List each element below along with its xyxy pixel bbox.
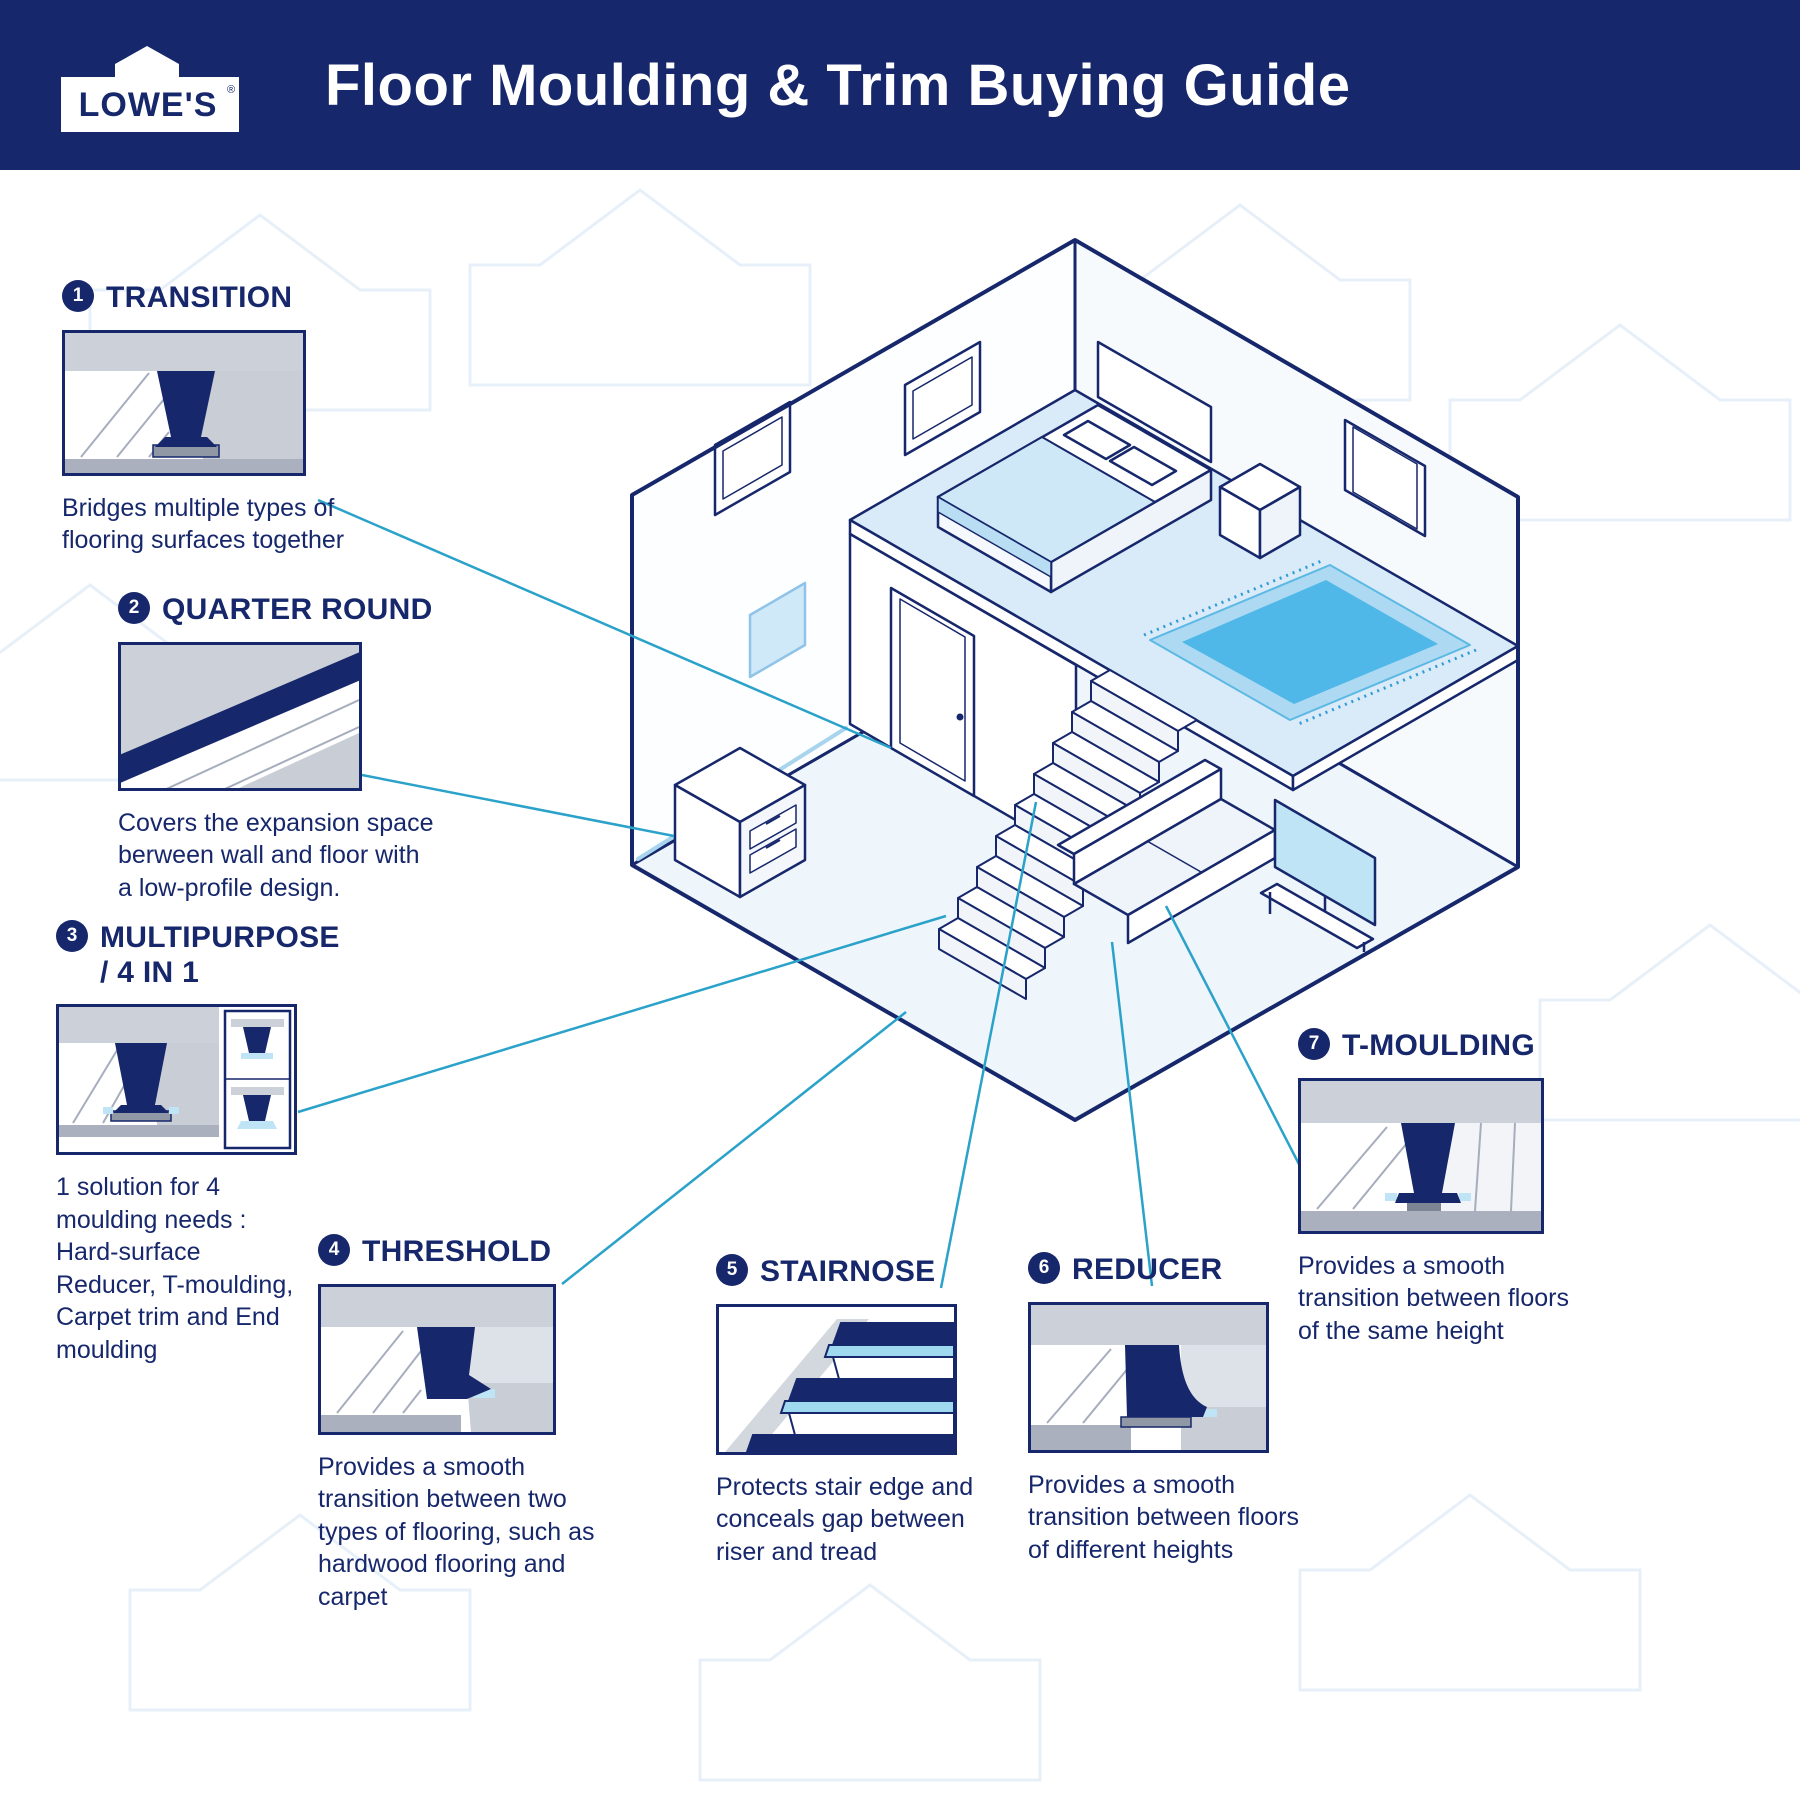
- callout-transition: 1 TRANSITION Bridges multiple types of f…: [62, 278, 347, 557]
- reducer-diagram: [1028, 1301, 1269, 1453]
- callout-caption: Provides a smooth transition between flo…: [1298, 1251, 1569, 1345]
- rug: [1143, 558, 1477, 727]
- callout-title: T-MOULDING: [1342, 1029, 1535, 1062]
- header-bar: LOWE'S ® Floor Moulding & Trim Buying Gu…: [0, 0, 1800, 170]
- callout-threshold: 4 THRESHOLD Provides a smooth transition…: [318, 1232, 628, 1613]
- media-bench: [1259, 882, 1375, 950]
- callout-caption: Covers the expansion space berween wall …: [118, 808, 434, 902]
- callout-quarter-round: 2 QUARTER ROUND Covers the expansion spa…: [118, 590, 438, 904]
- tv: [1259, 798, 1377, 952]
- transition-diagram: [62, 329, 306, 476]
- callout-title: STAIRNOSE: [760, 1255, 936, 1288]
- pillow: [1062, 419, 1132, 461]
- callout-stairnose: 5 STAIRNOSE Protects stair edge and conc…: [716, 1252, 981, 1568]
- lowes-logo-text: LOWE'S: [79, 86, 218, 124]
- house-outline: [630, 238, 1520, 1122]
- lowes-logo: LOWE'S ®: [61, 45, 239, 132]
- callout-number-badge: 5: [716, 1254, 748, 1286]
- page-title: Floor Moulding & Trim Buying Guide: [325, 52, 1351, 118]
- callout-number-badge: 2: [118, 592, 150, 624]
- sofa: [1056, 758, 1277, 945]
- callout-caption: Bridges multiple types of flooring surfa…: [62, 493, 345, 555]
- callout-multipurpose: 3 MULTIPURPOSE / 4 IN 1 1 solution for 4…: [56, 918, 339, 1366]
- registered-mark: ®: [227, 84, 235, 96]
- callout-number-badge: 6: [1028, 1252, 1060, 1284]
- callout-caption: 1 solution for 4 moulding needs : Hard-s…: [56, 1173, 294, 1364]
- callout-number-badge: 7: [1298, 1028, 1330, 1060]
- callout-title: TRANSITION: [106, 281, 293, 314]
- threshold-diagram: [318, 1283, 556, 1435]
- callout-title: QUARTER ROUND: [162, 593, 433, 626]
- callout-title: MULTIPURPOSE / 4 IN 1: [100, 921, 340, 989]
- t-moulding-diagram: [1298, 1077, 1544, 1234]
- pillow: [1108, 445, 1178, 487]
- callout-title: THRESHOLD: [362, 1235, 552, 1268]
- nightstand: [1218, 462, 1302, 560]
- callout-caption: Provides a smooth transition between flo…: [1028, 1470, 1299, 1564]
- window-right: [1343, 418, 1427, 538]
- dresser: [673, 746, 807, 899]
- callout-number-badge: 1: [62, 280, 94, 312]
- callout-t-moulding: 7 T-MOULDING Provides a smooth transitio…: [1298, 1026, 1583, 1347]
- bed: [936, 340, 1213, 594]
- stairnose-diagram: [716, 1303, 957, 1455]
- callout-reducer: 6 REDUCER Provides a smooth transition b…: [1028, 1250, 1303, 1566]
- callout-caption: Protects stair edge and conceals gap bet…: [716, 1472, 974, 1566]
- window-left-2: [903, 340, 982, 457]
- quarter-round-diagram: [118, 641, 362, 791]
- multipurpose-diagram: [56, 1004, 297, 1155]
- tv-screen: [1273, 798, 1377, 927]
- callout-number-badge: 4: [318, 1234, 350, 1266]
- house-cutaway-illustration: [620, 225, 1540, 1155]
- callout-number-badge: 3: [56, 920, 88, 952]
- callout-title: REDUCER: [1072, 1253, 1223, 1286]
- callout-caption: Provides a smooth transition between two…: [318, 1452, 595, 1611]
